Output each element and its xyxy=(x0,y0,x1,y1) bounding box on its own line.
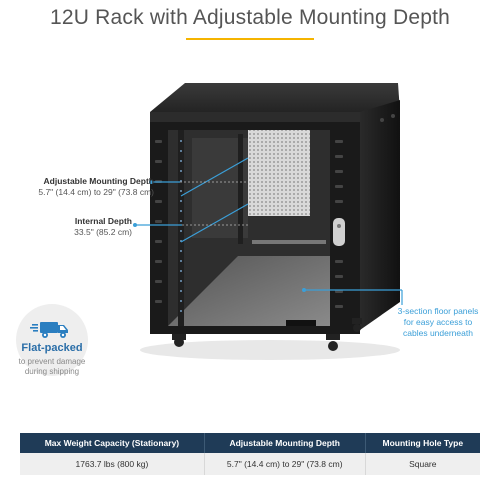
callout-mounting-depth-value: 5.7" (14.4 cm) to 29" (73.8 cm) xyxy=(38,187,154,197)
flat-packed-badge xyxy=(16,304,88,376)
perforated-rear-panel xyxy=(248,130,310,216)
callout-floor-panels-line2: for easy access to xyxy=(403,317,473,327)
callout-internal-depth-value: 33.5" (85.2 cm) xyxy=(74,227,132,237)
title-underline xyxy=(186,38,314,40)
callout-mounting-depth-label: Adjustable Mounting Depth xyxy=(43,176,155,186)
table-row: 1763.7 lbs (800 kg) 5.7" (14.4 cm) to 29… xyxy=(20,453,480,475)
callout-floor-panels: 3-section floor panels for easy access t… xyxy=(382,306,494,339)
specs-table: Max Weight Capacity (Stationary) Adjusta… xyxy=(20,433,480,475)
callout-floor-panels-line3: cables underneath xyxy=(403,328,473,338)
rack-cabinet-image xyxy=(133,83,403,360)
flat-packed-line1: to prevent damage xyxy=(18,357,86,366)
specs-header-weight: Max Weight Capacity (Stationary) xyxy=(20,433,205,453)
callout-floor-panels-line1: 3-section floor panels xyxy=(397,306,479,316)
left-vent-slots xyxy=(155,140,162,303)
specs-cell-hole-type: Square xyxy=(364,453,480,475)
rack-floor xyxy=(168,256,330,326)
specs-header-hole-type: Mounting Hole Type xyxy=(364,433,480,453)
delivery-truck-icon xyxy=(30,322,68,338)
rack-side-panel xyxy=(360,100,400,330)
brand-logo-plate xyxy=(286,320,316,326)
casters xyxy=(172,318,362,351)
flat-packed-line2: during shipping xyxy=(24,367,80,376)
right-vent-slots xyxy=(335,140,343,308)
specs-cell-weight: 1763.7 lbs (800 kg) xyxy=(20,453,205,475)
mounting-rail-left xyxy=(178,130,184,326)
specs-header-depth: Adjustable Mounting Depth xyxy=(203,433,366,453)
lock-handle xyxy=(333,218,345,246)
callout-internal-depth: Internal Depth 33.5" (85.2 cm) xyxy=(14,216,132,238)
callout-mounting-depth: Adjustable Mounting Depth 5.7" (14.4 cm)… xyxy=(14,176,154,198)
flat-packed-subtitle: to prevent damage during shipping xyxy=(0,357,104,377)
page-title: 12U Rack with Adjustable Mounting Depth xyxy=(49,6,451,29)
specs-header-row: Max Weight Capacity (Stationary) Adjusta… xyxy=(20,433,480,453)
specs-cell-depth: 5.7" (14.4 cm) to 29" (73.8 cm) xyxy=(203,453,366,475)
flat-packed-title: Flat-packed xyxy=(21,342,83,354)
callout-internal-depth-label: Internal Depth xyxy=(74,216,132,226)
